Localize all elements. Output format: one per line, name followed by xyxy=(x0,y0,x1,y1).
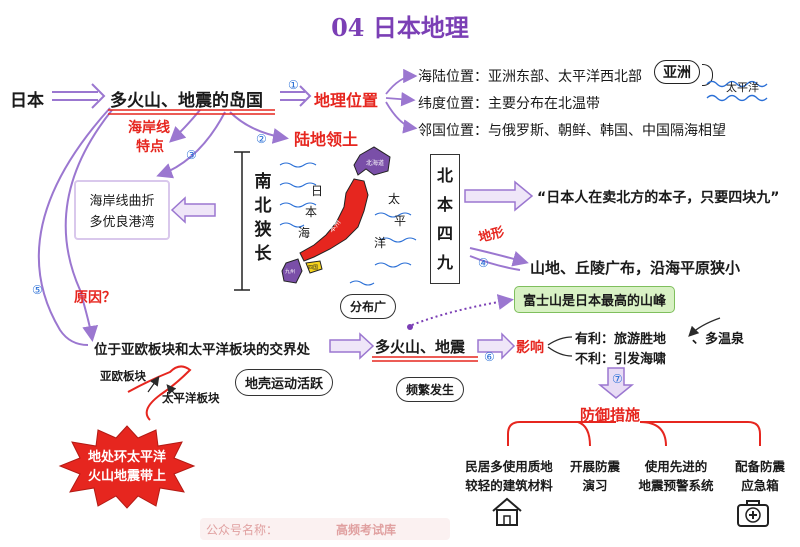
measure-4-line-2: 应急箱 xyxy=(741,478,779,493)
coast-label-2: 特点 xyxy=(136,139,164,155)
ring-of-fire-2: 火山地震带上 xyxy=(87,469,166,484)
branch-latitude xyxy=(385,91,416,107)
hokkaido-label: 北海道 xyxy=(366,159,384,167)
num-2: ② xyxy=(256,132,267,146)
pacific-plate-label: 太平洋板块 xyxy=(162,391,220,405)
measure-4-line-1: 配备防震 xyxy=(734,459,785,474)
frequent-bubble: 频繁发生 xyxy=(396,377,465,402)
measure-2-line-2: 演习 xyxy=(582,478,608,493)
island-label: 多火山、地震的岛国 xyxy=(110,91,263,111)
num-1: ① xyxy=(288,78,299,92)
map-pacific-1: 太 xyxy=(388,192,401,206)
dotted-arrow-fuji xyxy=(411,294,514,326)
mnemonic-saying: “日本人在卖北方的本子，只要四块九” xyxy=(537,190,780,206)
pacific-badge: 太平洋 xyxy=(726,81,759,94)
wide-bubble: 分布广 xyxy=(340,294,397,319)
nan-bei-text: 南北狭长 xyxy=(254,172,272,264)
neighbor-position: 邻国位置：与俄罗斯、朝鲜、韩国、中国隔海相望 xyxy=(418,123,726,139)
measure-4: 配备防震 应急箱 xyxy=(726,456,794,494)
striped-arrow-saying xyxy=(464,180,534,212)
coast-desc-2: 多优良港湾 xyxy=(89,215,155,230)
measure-3-line-1: 使用先进的 xyxy=(644,459,708,474)
plate-boundary-text: 位于亚欧板块和太平洋板块的交界处 xyxy=(94,342,310,358)
honshu-shape xyxy=(299,178,369,262)
house-icon xyxy=(492,497,522,526)
watermark-text-2: 高频考试库 xyxy=(336,523,397,537)
shikoku-label: 四国 xyxy=(308,265,318,271)
shikoku-shape xyxy=(305,260,323,274)
first-aid-kit-icon xyxy=(737,500,769,527)
measure-2-line-1: 开展防震 xyxy=(569,459,620,474)
kyushu-label: 九州 xyxy=(285,268,295,275)
asia-badge: 亚洲 xyxy=(654,60,700,84)
arrow-land xyxy=(229,111,289,144)
arrow-hot-spring xyxy=(688,317,721,337)
arrow-coast xyxy=(169,109,201,143)
cause-label: 原因？ xyxy=(74,290,116,306)
measure-3: 使用先进的 地震预警系统 xyxy=(628,456,724,494)
fuji-box: 富士山是日本最高的山峰 xyxy=(514,286,676,313)
double-arrow-position xyxy=(280,85,312,107)
geo-position-label: 地理位置 xyxy=(314,91,379,110)
arrow-terrain xyxy=(469,247,529,267)
map-pacific-3: 洋 xyxy=(374,236,387,250)
latitude-position: 纬度位置：主要分布在北温带 xyxy=(418,96,600,112)
arrow-to-coastbox xyxy=(156,111,226,179)
sea-of-japan-1: 日 xyxy=(311,184,324,198)
sea-of-japan-3: 海 xyxy=(298,226,311,240)
kyushu-shape xyxy=(281,258,303,284)
hot-spring-text: 、多温泉 xyxy=(692,332,745,347)
striped-arrow-coast xyxy=(170,196,216,224)
influence-label: 影响 xyxy=(516,340,544,356)
volcano-quake-label: 多火山、地震 xyxy=(375,338,466,356)
ring-of-fire-1: 地处环太平洋 xyxy=(87,450,166,465)
four-nine-box: 北本四九 xyxy=(430,154,460,284)
num-6: ⑥ xyxy=(484,350,495,364)
coast-label-1: 海岸线 xyxy=(128,120,170,136)
watermark-bar xyxy=(200,518,450,540)
arrow-cause-outer xyxy=(37,107,111,346)
terrain-desc: 山地、丘陵广布，沿海平原狭小 xyxy=(530,259,741,277)
arrow-terrain-2 xyxy=(469,255,521,271)
coast-desc-1: 海岸线曲折 xyxy=(89,194,155,209)
north-south-arrow xyxy=(234,151,250,291)
measure-1-line-1: 民居多使用质地 xyxy=(465,459,553,474)
crust-active-bubble: 地壳运动活跃 xyxy=(235,369,334,396)
down-arrow-7 xyxy=(597,367,635,399)
num-7: ⑦ xyxy=(612,372,623,386)
harmful-text: 不利：引发海啸 xyxy=(575,352,667,367)
nan-bei-label: 南北狭长 xyxy=(252,170,274,266)
hokkaido-shape xyxy=(353,146,391,176)
arrow-cause-5 xyxy=(64,109,113,342)
measure-1: 民居多使用质地 较轻的建筑材料 xyxy=(459,456,559,494)
wave-icon xyxy=(706,80,768,102)
page-title: 04 日本地理 xyxy=(331,13,469,42)
measure-3-line-2: 地震预警系统 xyxy=(638,478,714,493)
branch-sea-land xyxy=(385,68,418,95)
striped-arrow-plate xyxy=(329,332,375,360)
measure-2: 开展防震 演习 xyxy=(562,456,628,494)
ring-of-fire-star xyxy=(58,425,196,509)
four-nine-text: 北本四九 xyxy=(436,166,453,272)
num-3: ③ xyxy=(186,148,197,162)
eurasian-plate-label: 亚欧板块 xyxy=(100,369,146,383)
num-4: ④ xyxy=(478,256,489,270)
sea-of-japan-2: 本 xyxy=(305,205,318,219)
land-territory-label: 陆地领土 xyxy=(294,130,359,149)
japan-label: 日本 xyxy=(10,91,44,111)
map-pacific-2: 平 xyxy=(394,214,407,228)
defense-label: 防御措施 xyxy=(580,406,641,424)
beneficial-text: 有利：旅游胜地 xyxy=(575,332,667,347)
branch-neighbors xyxy=(385,101,418,134)
measure-1-line-2: 较轻的建筑材料 xyxy=(465,478,553,493)
sea-land-position: 海陆位置：亚洲东部、太平洋西北部 xyxy=(418,69,642,85)
defense-tree xyxy=(507,421,761,447)
striped-arrow-influence xyxy=(477,332,516,360)
japan-map: 北海道 本州 四国 九州 xyxy=(279,146,417,286)
coast-desc-box: 海岸线曲折 多优良港湾 xyxy=(74,180,170,240)
num-5: ⑤ xyxy=(32,283,43,297)
watermark-text: 公众号名称： xyxy=(206,523,279,537)
double-arrow-japan xyxy=(52,83,106,109)
